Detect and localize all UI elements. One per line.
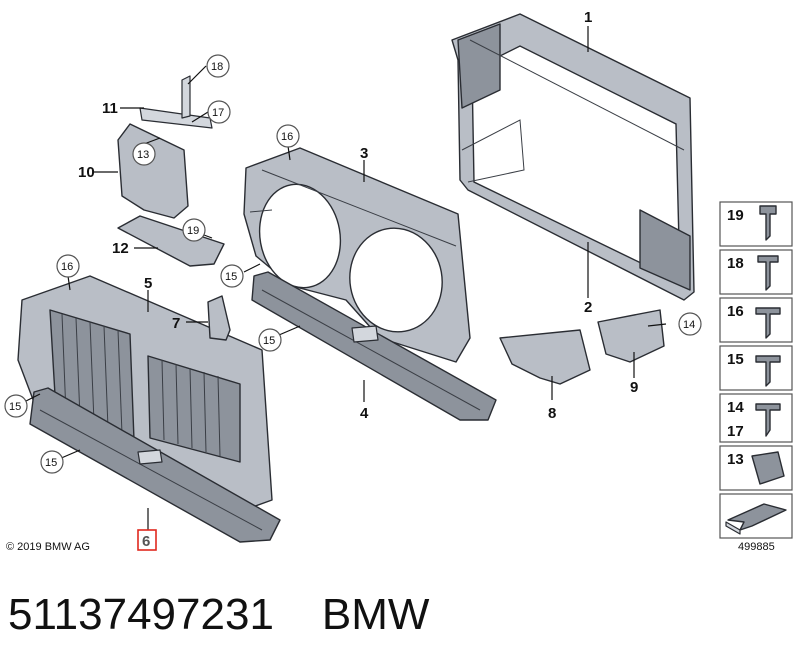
callout-5: 5 xyxy=(144,275,152,292)
callout-3: 3 xyxy=(360,145,368,162)
part-3-kidney-frame xyxy=(243,147,471,363)
callout-9: 9 xyxy=(630,379,638,396)
clip-14-icon xyxy=(755,403,781,437)
part-12-bracket xyxy=(117,215,225,267)
callout-labels: 1 2 3 4 5 7 8 9 10 11 12 xyxy=(78,9,638,422)
legend-17: 17 xyxy=(727,423,744,440)
legend-19: 19 xyxy=(727,207,744,224)
callout-15a: 15 xyxy=(225,271,237,283)
footer: 51137497231 BMW xyxy=(8,590,429,640)
part-10-duct xyxy=(117,123,189,219)
arrow-base-icon xyxy=(725,521,741,535)
part-4-lower-trim xyxy=(251,271,497,421)
callout-11: 11 xyxy=(102,100,118,117)
callout-15d: 15 xyxy=(45,457,57,469)
bolt-16-icon xyxy=(755,307,781,339)
part-5-front-assembly xyxy=(17,275,273,509)
figure-id: 499885 xyxy=(738,541,775,553)
part-7-bracket xyxy=(207,295,231,341)
callout-2: 2 xyxy=(584,299,592,316)
part-18-strip xyxy=(181,75,191,119)
bolt-19-icon xyxy=(759,205,777,241)
callout-18: 18 xyxy=(211,61,223,73)
legend-14: 14 xyxy=(727,399,744,416)
callout-12: 12 xyxy=(112,240,129,257)
callout-15b: 15 xyxy=(263,335,275,347)
callout-14: 14 xyxy=(683,319,695,331)
callout-16b: 16 xyxy=(61,261,73,273)
callout-10: 10 xyxy=(78,164,95,181)
fastener-legend: 19 18 16 15 14 17 13 xyxy=(719,201,793,539)
arrow-symbol-icon xyxy=(727,503,787,531)
part-1-frame xyxy=(451,13,695,301)
part-number: 51137497231 xyxy=(8,590,274,639)
bolt-18-icon xyxy=(757,255,779,291)
callout-16a: 16 xyxy=(281,131,293,143)
callout-19: 19 xyxy=(187,225,199,237)
callout-6: 6 xyxy=(142,533,150,550)
legend-13: 13 xyxy=(727,451,744,468)
part-8-air-duct xyxy=(499,329,591,385)
callout-1: 1 xyxy=(584,9,592,26)
callout-6-highlight xyxy=(137,529,157,551)
callout-13: 13 xyxy=(137,149,149,161)
part-6-lower-grille xyxy=(29,387,281,543)
legend-15: 15 xyxy=(727,351,744,368)
circled-callouts: 18 17 13 19 16 16 15 15 15 15 14 xyxy=(4,54,702,474)
part-9-air-duct xyxy=(597,309,665,363)
brand-name: BMW xyxy=(321,590,430,639)
callout-17: 17 xyxy=(212,107,224,119)
legend-16: 16 xyxy=(727,303,744,320)
callout-15c: 15 xyxy=(9,401,21,413)
nut-13-icon xyxy=(751,451,785,485)
callout-4: 4 xyxy=(360,405,369,422)
callout-8: 8 xyxy=(548,405,556,422)
legend-18: 18 xyxy=(727,255,744,272)
bolt-15-icon xyxy=(755,355,781,387)
copyright-text: © 2019 BMW AG xyxy=(6,541,90,553)
callout-7: 7 xyxy=(172,315,180,332)
part-11-bracket xyxy=(139,107,213,129)
